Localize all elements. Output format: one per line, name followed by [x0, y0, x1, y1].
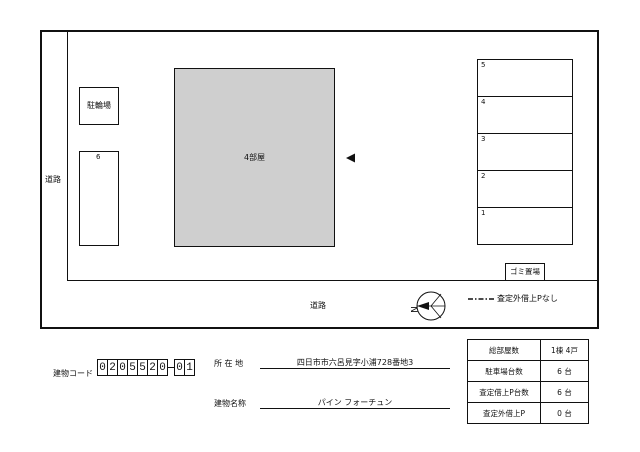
code-digit: 0 [98, 359, 108, 376]
table-row: 査定外借上P 0 台 [467, 402, 589, 424]
building-code-main: 0 2 0 5 5 2 0 [97, 359, 168, 376]
site-plan [40, 30, 599, 329]
entrance-arrow-icon [346, 153, 355, 163]
code-digit: 2 [108, 359, 118, 376]
building-code-label: 建物コード [53, 369, 93, 378]
garbage-area: ゴミ置場 [505, 263, 545, 281]
code-digit: 0 [175, 359, 185, 376]
parking-number: 3 [481, 135, 486, 143]
building-code-sub: 0 1 [174, 359, 195, 376]
name-value-field: パイン フォーチュン [260, 397, 450, 409]
code-digit: 2 [148, 359, 158, 376]
parking-space-4: 4 [477, 96, 573, 134]
code-digit: 0 [158, 359, 168, 376]
summary-label: 駐車場台数 [467, 360, 541, 382]
summary-label: 総部屋数 [467, 339, 541, 361]
bicycle-parking-label: 駐輪場 [87, 101, 111, 110]
code-digit: 1 [185, 359, 195, 376]
table-row: 総部屋数 1棟 4戸 [467, 339, 589, 361]
table-row: 駐車場台数 6 台 [467, 360, 589, 382]
dashed-line-legend-icon [468, 298, 494, 300]
summary-value: 1棟 4戸 [540, 339, 589, 361]
table-row: 査定借上P台数 6 台 [467, 381, 589, 403]
parking-space-2: 2 [477, 170, 573, 208]
building-label: 4部屋 [244, 153, 266, 162]
address-value-field: 四日市市六呂見字小浦728番地3 [260, 357, 450, 369]
bicycle-parking: 駐輪場 [79, 87, 119, 125]
name-label: 建物名称 [214, 399, 246, 408]
parking-number: 6 [96, 153, 101, 161]
road-label-bottom: 道路 [310, 301, 326, 310]
address-value: 四日市市六呂見字小浦728番地3 [296, 357, 414, 367]
garbage-label: ゴミ置場 [510, 267, 540, 277]
parking-number: 5 [481, 61, 486, 69]
building-code-dash [168, 367, 174, 368]
parking-space-3: 3 [477, 133, 573, 171]
summary-label: 査定外借上P [467, 402, 541, 424]
code-digit: 5 [138, 359, 148, 376]
name-value: パイン フォーチュン [317, 397, 393, 407]
code-digit: 0 [118, 359, 128, 376]
summary-label: 査定借上P台数 [467, 381, 541, 403]
parking-number: 2 [481, 172, 486, 180]
parking-space-1: 1 [477, 207, 573, 245]
summary-value: 0 台 [540, 402, 589, 424]
code-digit: 5 [128, 359, 138, 376]
parking-space-6: 6 [79, 151, 119, 246]
legend-text: 査定外借上Pなし [497, 294, 558, 303]
north-compass-icon [416, 291, 446, 321]
property-line-bottom [67, 280, 598, 281]
parking-number: 1 [481, 209, 486, 217]
building-footprint: 4部屋 [174, 68, 335, 247]
property-line-left [67, 31, 68, 281]
road-label-left: 道路 [45, 175, 61, 184]
summary-value: 6 台 [540, 360, 589, 382]
parking-space-5: 5 [477, 59, 573, 97]
address-label: 所 在 地 [214, 359, 244, 368]
summary-table: 総部屋数 1棟 4戸 駐車場台数 6 台 査定借上P台数 6 台 査定外借上P … [467, 339, 589, 424]
summary-value: 6 台 [540, 381, 589, 403]
parking-number: 4 [481, 98, 486, 106]
